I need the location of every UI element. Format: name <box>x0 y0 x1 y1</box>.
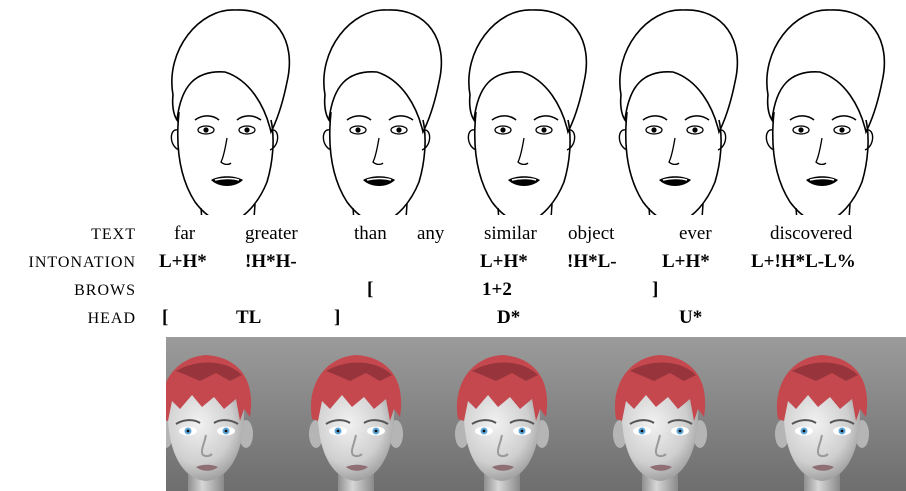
sketch-face <box>305 10 453 215</box>
word-discovered: discovered <box>770 223 852 245</box>
intonation-mark: L+!H*L-L% <box>751 251 856 273</box>
brows-mark: 1+2 <box>482 279 512 301</box>
sketch-face <box>748 10 896 215</box>
word-object: object <box>568 223 614 245</box>
head-row-label: HEAD <box>88 310 136 328</box>
text-row-label: TEXT <box>91 226 136 244</box>
intonation-mark: !H*L- <box>567 251 617 273</box>
intonation-mark: !H*H- <box>245 251 297 273</box>
word-any: any <box>417 223 444 245</box>
head-mark: U* <box>679 307 702 329</box>
word-ever: ever <box>679 223 712 245</box>
head-mark: TL <box>236 307 261 329</box>
intonation-row-label: INTONATION <box>29 254 136 272</box>
brows-row-label: BROWS <box>74 282 136 300</box>
head-mark: ] <box>334 307 340 329</box>
word-than: than <box>354 223 387 245</box>
intonation-mark: L+H* <box>159 251 207 273</box>
head-mark: D* <box>497 307 520 329</box>
sketch-face <box>450 10 598 215</box>
brows-mark: ] <box>652 279 658 301</box>
brows-mark: [ <box>367 279 373 301</box>
sketch-face-row <box>0 0 906 215</box>
word-greater: greater <box>245 223 298 245</box>
word-similar: similar <box>484 223 537 245</box>
intonation-mark: L+H* <box>480 251 528 273</box>
rendered-head-row <box>166 337 906 491</box>
word-far: far <box>174 223 195 245</box>
sketch-face <box>153 10 301 215</box>
sketch-face <box>601 10 749 215</box>
intonation-mark: L+H* <box>662 251 710 273</box>
head-mark: [ <box>162 307 168 329</box>
